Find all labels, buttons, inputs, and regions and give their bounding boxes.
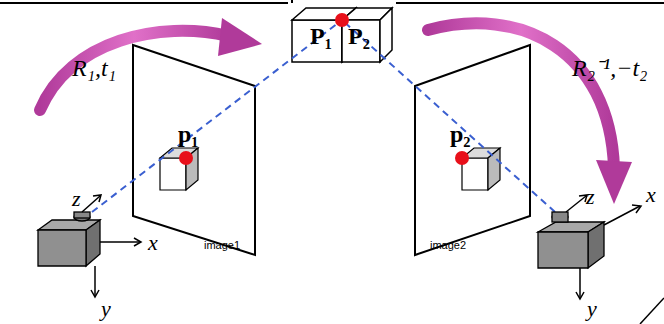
point [455, 151, 469, 165]
point-label: P₂ [348, 24, 370, 48]
arrow-head [218, 18, 262, 56]
frame-line [640, 298, 664, 324]
image-plane [415, 45, 530, 255]
frame-line [396, 2, 664, 4]
camera [38, 212, 100, 266]
axis-arrow [82, 195, 141, 297]
axis-arrow [566, 195, 641, 299]
camera [538, 212, 604, 268]
projection-ray [92, 20, 342, 212]
transform-label: R₂⁻¹,−t₂ [572, 56, 647, 80]
cube [292, 8, 392, 62]
axis-label: x [646, 184, 656, 206]
axis-label: x [148, 232, 158, 254]
axis-label: y [101, 298, 111, 320]
arrow-head [596, 160, 632, 204]
image-label: image1 [204, 240, 240, 251]
transform-label: R₁,t₁ [72, 56, 116, 80]
cube-projection [160, 148, 500, 190]
point [179, 151, 193, 165]
point-label: P₁ [310, 24, 332, 48]
image-label: image2 [430, 240, 466, 251]
frame-line [0, 0, 292, 3]
point [335, 13, 349, 27]
point-label: p₁ [178, 122, 199, 146]
axis-label: z [586, 186, 595, 208]
axis-label: y [587, 298, 597, 320]
projection-ray [342, 20, 555, 212]
point-label: p₂ [450, 122, 471, 146]
axis-label: z [72, 188, 81, 210]
image-plane [133, 45, 255, 255]
